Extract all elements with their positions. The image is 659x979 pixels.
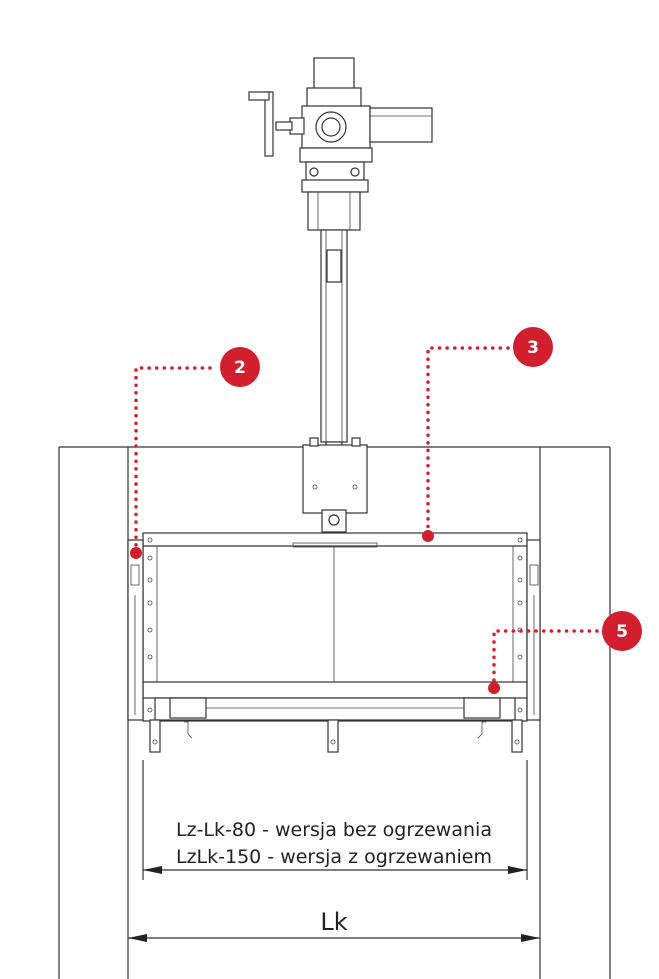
callout-3: 3 xyxy=(422,327,553,542)
rod-bracket xyxy=(302,437,368,552)
callout-2: 2 xyxy=(130,347,260,559)
callout-5: 5 xyxy=(488,611,642,694)
frame-width-dimension: Lz-Lk-80 - wersja bez ogrzewania LzLk-15… xyxy=(142,760,528,880)
callout-2-marker xyxy=(130,547,142,559)
mounting-feet xyxy=(149,719,523,753)
callout-2-number: 2 xyxy=(234,358,246,378)
callout-5-number: 5 xyxy=(616,622,628,642)
callout-3-number: 3 xyxy=(527,338,539,358)
callout-2-badge xyxy=(220,347,260,387)
callout-3-badge xyxy=(513,327,553,367)
damper-frame xyxy=(142,532,528,722)
lk-label: Lk xyxy=(320,908,347,936)
actuator xyxy=(248,57,433,231)
callout-3-marker xyxy=(422,530,434,542)
callout-5-marker xyxy=(488,682,500,694)
callout-5-badge xyxy=(602,611,642,651)
caption-line-1: Lz-Lk-80 - wersja bez ogrzewania xyxy=(176,819,492,841)
side-guides xyxy=(127,539,541,721)
lk-dimension: Lk xyxy=(128,908,540,942)
caption-line-2: LzLk-150 - wersja z ogrzewaniem xyxy=(176,846,492,868)
